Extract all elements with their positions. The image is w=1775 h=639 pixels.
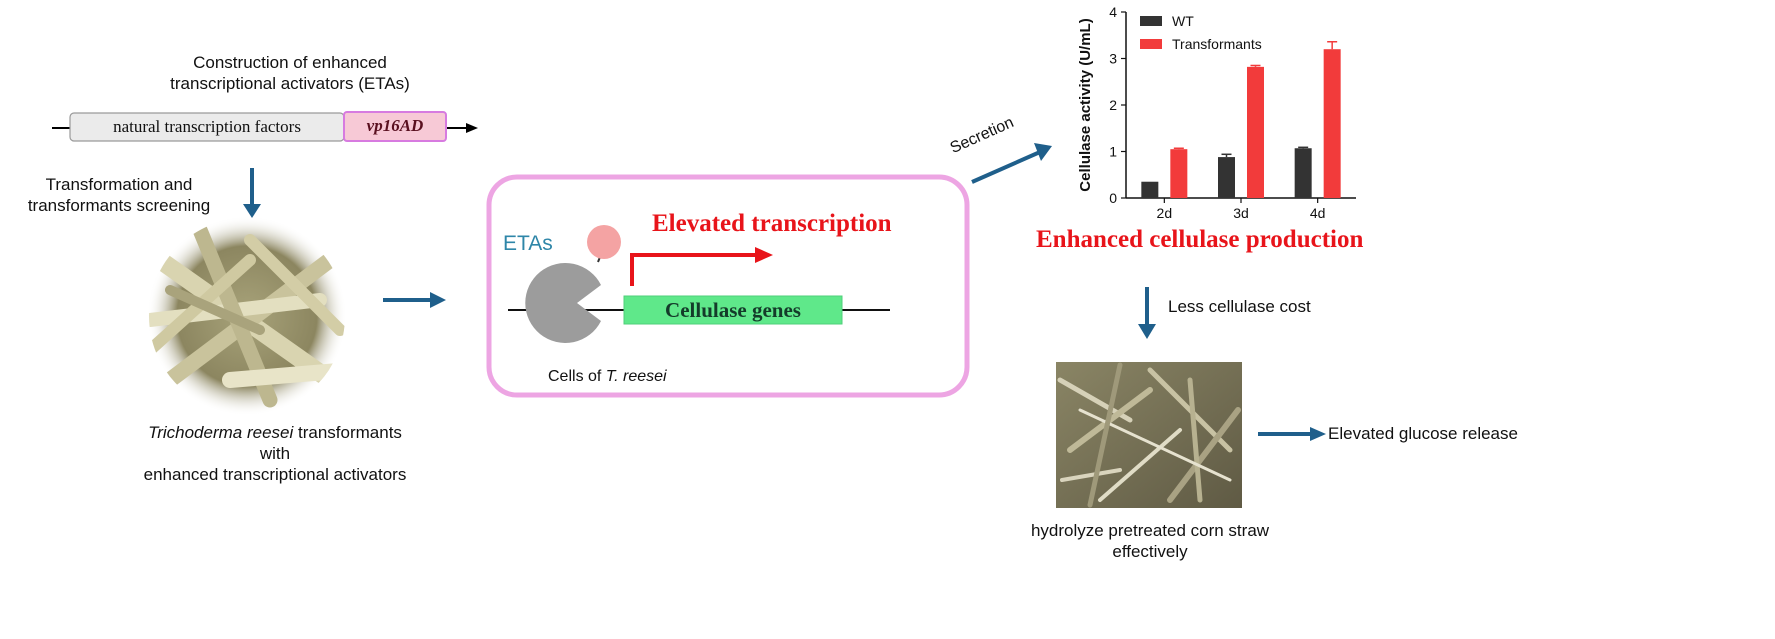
y-axis-label: Cellulase activity (U/mL) <box>1077 18 1094 191</box>
cells-species: T. reesei <box>605 368 667 385</box>
y-tick-label: 4 <box>1109 4 1117 20</box>
x-tick-label: 4d <box>1310 205 1326 221</box>
legend-label-transformants: Transformants <box>1172 36 1262 52</box>
eta-protein-shape <box>525 263 601 344</box>
bar-transformants-2d <box>1170 149 1188 198</box>
arrow-right-1-head <box>430 292 446 308</box>
bar-wt-4d <box>1294 148 1312 198</box>
bar-wt-3d <box>1218 157 1235 198</box>
vp16ad-box <box>343 111 447 142</box>
glucose-label: Elevated glucose release <box>1328 424 1518 443</box>
corn-straw-photo <box>1056 362 1242 508</box>
arrow-down-1-head <box>243 204 261 218</box>
construction-title: Construction of enhanced transcriptional… <box>120 52 460 94</box>
etas-label: ETAs <box>503 232 553 255</box>
activation-domain-circle <box>587 225 621 259</box>
trichoderma-micrograph <box>147 216 347 416</box>
bar-transformants-3d <box>1247 66 1264 199</box>
transcription-factor-label: natural transcription factors <box>113 117 301 136</box>
vp16ad-label: vp16AD <box>366 116 424 135</box>
transformation-label: Transformation and transformants screeni… <box>0 174 238 216</box>
organism-line1-rest: transformants <box>293 423 402 442</box>
construction-title-line2: transcriptional activators (ETAs) <box>170 74 410 93</box>
straw-caption-line2: effectively <box>1112 542 1188 561</box>
legend-label-wt: WT <box>1172 13 1194 29</box>
less-cost-label: Less cellulase cost <box>1168 297 1311 316</box>
organism-species-name: Trichoderma reesei <box>148 423 294 442</box>
secretion-arrow-shaft <box>971 150 1041 184</box>
organism-line1: Trichoderma reesei transformants <box>95 422 455 443</box>
chart-heading: Enhanced cellulase production <box>1036 226 1364 253</box>
transformation-line2: transformants screening <box>27 196 211 215</box>
secretion-arrowhead <box>1034 143 1052 161</box>
arrow-down-2-head <box>1138 324 1156 339</box>
transcription-arrow <box>630 253 758 286</box>
bar-transformants-4d <box>1323 49 1341 199</box>
organism-caption: Trichoderma reesei transformants with en… <box>95 422 455 485</box>
cellulase-genes-label: Cellulase genes <box>665 298 801 322</box>
x-tick-label: 2d <box>1157 205 1173 221</box>
straw-caption-line1: hydrolyze pretreated corn straw <box>1030 521 1270 540</box>
y-tick-label: 0 <box>1109 190 1117 206</box>
transformation-line1: Transformation and <box>45 175 193 194</box>
construct-arrowhead <box>466 123 478 133</box>
construction-title-line1: Construction of enhanced <box>193 53 387 72</box>
y-tick-label: 3 <box>1109 51 1117 67</box>
elevated-transcription-label: Elevated transcription <box>652 210 892 237</box>
organism-line2: with <box>259 444 291 463</box>
y-tick-label: 2 <box>1109 97 1117 113</box>
y-tick-label: 1 <box>1109 144 1117 160</box>
glucose-arrowhead <box>1310 427 1326 441</box>
x-tick-label: 3d <box>1233 205 1249 221</box>
cells-label: Cells of T. reesei <box>548 368 667 386</box>
legend-swatch-transformants <box>1140 39 1162 49</box>
cellulase-gene-box <box>623 295 843 325</box>
organism-line3: enhanced transcriptional activators <box>143 465 407 484</box>
cells-prefix: Cells of <box>548 368 606 385</box>
bar-wt-2d <box>1141 181 1159 198</box>
straw-caption: hydrolyze pretreated corn straw effectiv… <box>1000 520 1300 562</box>
legend-swatch-wt <box>1140 16 1162 26</box>
transcription-arrowhead <box>755 247 773 263</box>
